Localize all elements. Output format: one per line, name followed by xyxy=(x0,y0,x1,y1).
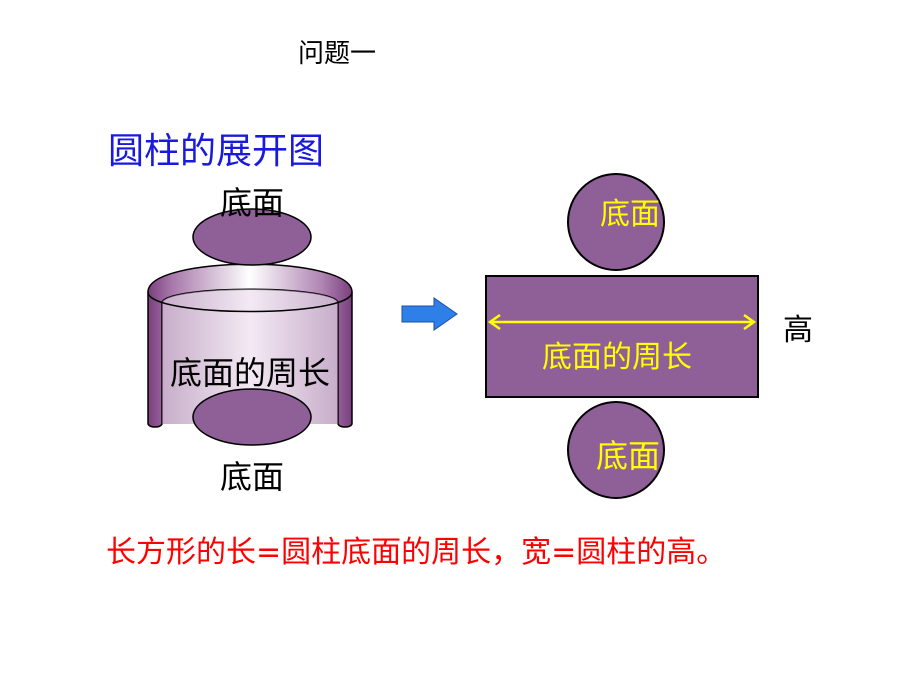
net-rectangle xyxy=(485,275,759,398)
length-arrow-icon xyxy=(487,313,757,331)
net-top-circle xyxy=(567,173,665,271)
net-height-label: 高 xyxy=(783,313,813,348)
net-bottom-circle-label: 底面 xyxy=(596,437,660,475)
conclusion-text: 长方形的长=圆柱底面的周长，宽=圆柱的高。 xyxy=(106,535,726,570)
transform-arrow-icon xyxy=(401,297,458,331)
cylinder-inner-surface xyxy=(162,289,338,424)
question-label: 问题一 xyxy=(298,39,376,69)
net-top-circle-label: 底面 xyxy=(600,197,660,232)
net-rectangle-label: 底面的周长 xyxy=(542,340,692,375)
cylinder-top-base xyxy=(192,208,312,266)
cylinder-bottom-base xyxy=(192,388,312,446)
cylinder-side-label: 底面的周长 xyxy=(170,354,330,392)
cylinder-top-label: 底面 xyxy=(220,184,284,222)
net-bottom-circle xyxy=(567,401,665,499)
cylinder-bottom-label: 底面 xyxy=(220,458,284,496)
cylinder-top-rim xyxy=(147,291,353,313)
page-title: 圆柱的展开图 xyxy=(108,131,324,172)
